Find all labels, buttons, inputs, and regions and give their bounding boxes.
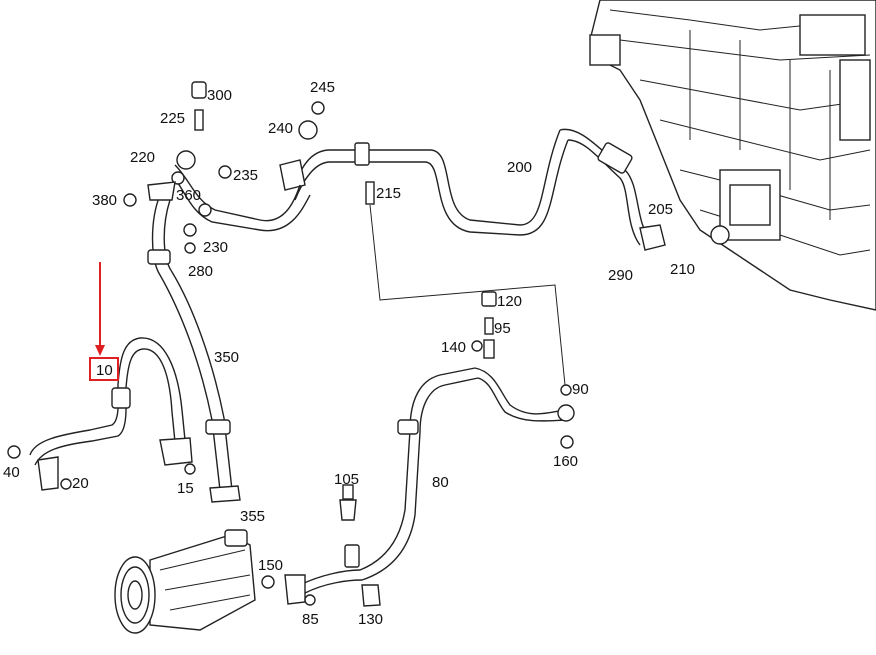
label-95: 95 <box>494 320 511 337</box>
label-235: 235 <box>233 167 258 184</box>
compressor <box>114 529 275 634</box>
hose-200 <box>279 128 666 251</box>
label-240: 240 <box>268 120 293 137</box>
label-290: 290 <box>608 267 633 284</box>
highlight-marker <box>89 262 119 381</box>
label-15: 15 <box>177 480 194 497</box>
label-225: 225 <box>160 110 185 127</box>
label-120: 120 <box>497 293 522 310</box>
label-40: 40 <box>3 464 20 481</box>
label-360: 360 <box>176 187 201 204</box>
label-80: 80 <box>432 474 449 491</box>
label-160: 160 <box>553 453 578 470</box>
label-90: 90 <box>572 381 589 398</box>
label-130: 130 <box>358 611 383 628</box>
label-215: 215 <box>376 185 401 202</box>
label-350: 350 <box>214 349 239 366</box>
hose-360 <box>123 81 375 254</box>
label-210: 210 <box>670 261 695 278</box>
label-355: 355 <box>240 508 265 525</box>
label-230: 230 <box>203 239 228 256</box>
label-10: 10 <box>96 362 113 379</box>
hvac-housing <box>589 0 876 311</box>
leader-lines <box>369 204 566 386</box>
label-220: 220 <box>130 149 155 166</box>
label-245: 245 <box>310 79 335 96</box>
label-150: 150 <box>258 557 283 574</box>
hose-80 <box>284 367 479 607</box>
label-205: 205 <box>648 201 673 218</box>
hose-90 <box>471 291 575 449</box>
label-105: 105 <box>334 471 359 488</box>
hose-10 <box>7 337 196 491</box>
label-140: 140 <box>441 339 466 356</box>
label-20: 20 <box>72 475 89 492</box>
label-85: 85 <box>302 611 319 628</box>
label-280: 280 <box>188 263 213 280</box>
label-380: 380 <box>92 192 117 209</box>
hose-350 <box>147 181 241 503</box>
label-300: 300 <box>207 87 232 104</box>
label-200: 200 <box>507 159 532 176</box>
